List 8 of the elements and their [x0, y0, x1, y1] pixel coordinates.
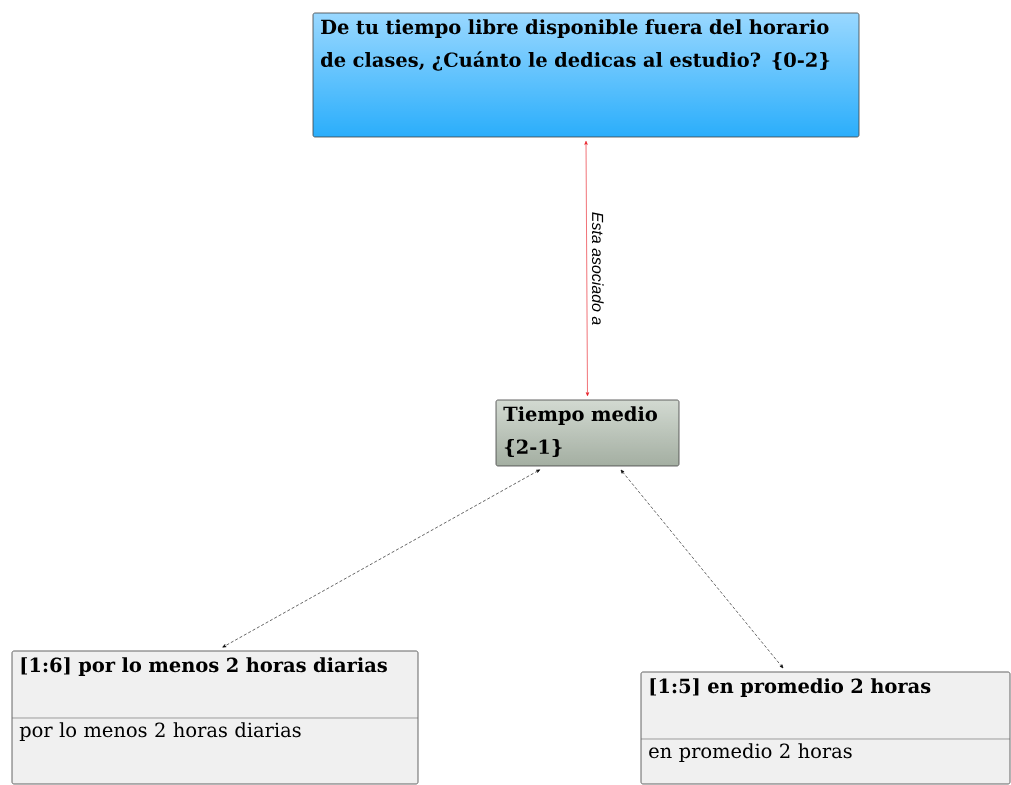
question-box: De tu tiempo libre disponible fuera del horario de clases, ¿Cuánto le dedicas al estudio? {0-2}	[312, 12, 860, 138]
arrow	[620, 469, 784, 669]
arrow	[584, 140, 590, 397]
arrow	[222, 469, 541, 648]
code-box: Tiempo medio {2-1}	[495, 399, 680, 467]
edge-label: Esta asociado a	[590, 210, 605, 327]
quote-box: [1:6] por lo menos 2 horas diarias por lo menos 2 horas diarias	[11, 650, 419, 785]
quote-box: [1:5] en promedio 2 horas en promedio 2 horas	[640, 671, 1011, 785]
